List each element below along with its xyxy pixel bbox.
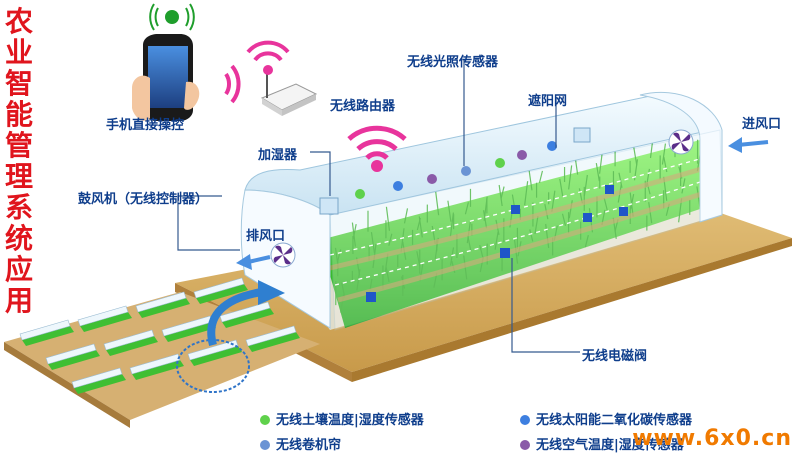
mini-greenhouse: [187, 339, 242, 366]
label-light-sensor: 无线光照传感器: [407, 55, 499, 70]
mini-greenhouse: [219, 301, 274, 328]
label-exhaust: 排风口: [246, 229, 286, 244]
legend-soil-sensor: 无线土壤温度|湿度传感器: [260, 409, 424, 428]
mini-greenhouse: [193, 277, 248, 304]
label-router: 无线路由器: [330, 99, 396, 114]
watermark: www.6x0.cn: [632, 426, 792, 451]
legend-dot: [520, 415, 530, 425]
mini-greenhouse: [161, 315, 216, 342]
mini-greenhouse: [77, 305, 132, 332]
legend-dot: [520, 440, 530, 450]
zoom-arrow: [207, 288, 263, 347]
title-char: 理: [4, 160, 33, 193]
label-valve: 无线电磁阀: [582, 349, 648, 364]
page-title: 农业智能管理系统应用: [4, 6, 34, 316]
exhaust-arrow: [247, 255, 271, 264]
mini-greenhouse: [135, 291, 190, 318]
air-inlet-arrow: [737, 140, 769, 147]
title-char: 业: [4, 36, 33, 69]
label-humidifier: 加湿器: [258, 148, 298, 163]
legend-roller-curtain: 无线卷机帘: [260, 434, 341, 453]
legend-air-sensor: 无线空气温度|湿度传感器: [520, 434, 684, 453]
wifi-icon: [246, 40, 290, 75]
title-char: 管: [4, 129, 33, 162]
legend-dot: [260, 415, 270, 425]
wifi-icon: [347, 125, 407, 172]
mini-greenhouse: [19, 319, 74, 346]
greenhouse-tunnel: [240, 91, 723, 331]
fan-left: [270, 242, 296, 268]
title-char: 能: [4, 98, 33, 131]
fan-right: [668, 129, 694, 155]
wifi-icon: [224, 64, 241, 104]
title-char: 用: [4, 284, 33, 317]
label-air-inlet: 进风口: [742, 117, 782, 132]
legend-co2-sensor: 无线太阳能二氧化碳传感器: [520, 409, 692, 428]
label-phone-control: 手机直接操控: [106, 118, 185, 133]
title-char: 统: [4, 222, 33, 255]
phone-illustration: [132, 3, 200, 121]
title-char: 农: [4, 5, 33, 38]
label-blower: 鼓风机（无线控制器）: [78, 192, 209, 207]
mini-greenhouse: [129, 353, 184, 380]
title-char: 应: [4, 253, 33, 286]
mini-greenhouse: [103, 329, 158, 356]
farm-overview: [4, 277, 320, 428]
title-char: 系: [4, 191, 33, 224]
mini-greenhouse: [245, 325, 300, 352]
router-illustration: [260, 66, 318, 116]
mini-greenhouse: [45, 343, 100, 370]
mini-greenhouse: [71, 367, 126, 394]
label-shade-net: 遮阳网: [528, 94, 568, 109]
legend-dot: [260, 440, 270, 450]
title-char: 智: [4, 67, 33, 100]
